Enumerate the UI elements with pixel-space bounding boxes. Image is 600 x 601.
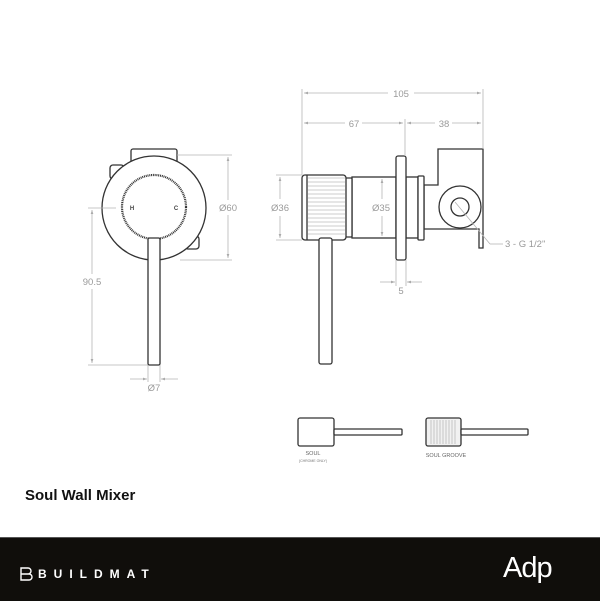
knurl-lines <box>308 177 345 235</box>
variant-label: SOUL <box>306 451 321 457</box>
lever-handle <box>147 237 161 366</box>
buildmat-logo-icon <box>20 567 33 581</box>
brand-buildmat: BUILDMAT <box>38 567 156 581</box>
dim-plate-diameter: Ø60 <box>219 203 237 214</box>
side-view: 3 - G 1/2" 105 67 38 <box>271 89 545 365</box>
hot-label: H <box>130 206 134 212</box>
connection-inner <box>450 197 470 217</box>
dim-flange-thickness: 5 <box>398 286 403 297</box>
dim-lever-diameter: Ø7 <box>148 383 161 394</box>
dim-front-depth: 67 <box>349 119 360 130</box>
front-view: H C Ø60 90.5 Ø7 <box>83 148 237 394</box>
variant-soul: SOUL (CHROME ONLY) <box>297 417 403 463</box>
cold-label: C <box>174 206 179 212</box>
lever-handle-side <box>318 237 333 365</box>
dim-total-depth: 105 <box>393 89 409 100</box>
footer-bar: BUILDMAT Adp <box>0 537 600 601</box>
wall-flange <box>395 155 407 261</box>
knurled-knob <box>120 173 188 241</box>
dim-height: 90.5 <box>83 277 102 288</box>
valve-cylinder <box>351 176 397 239</box>
dim-knob-diameter: Ø36 <box>271 203 289 214</box>
brand-adp: Adp <box>503 552 553 584</box>
variant-note: (CHROME ONLY) <box>299 459 327 463</box>
connection-label: 3 - G 1/2" <box>505 239 545 250</box>
dim-rear-depth: 38 <box>439 119 450 130</box>
dim-body-diameter: Ø35 <box>372 203 390 214</box>
product-title: Soul Wall Mixer <box>25 487 136 504</box>
variant-soul-groove: SOUL GROOVE <box>425 417 529 459</box>
variant-label: SOUL GROOVE <box>426 453 467 459</box>
